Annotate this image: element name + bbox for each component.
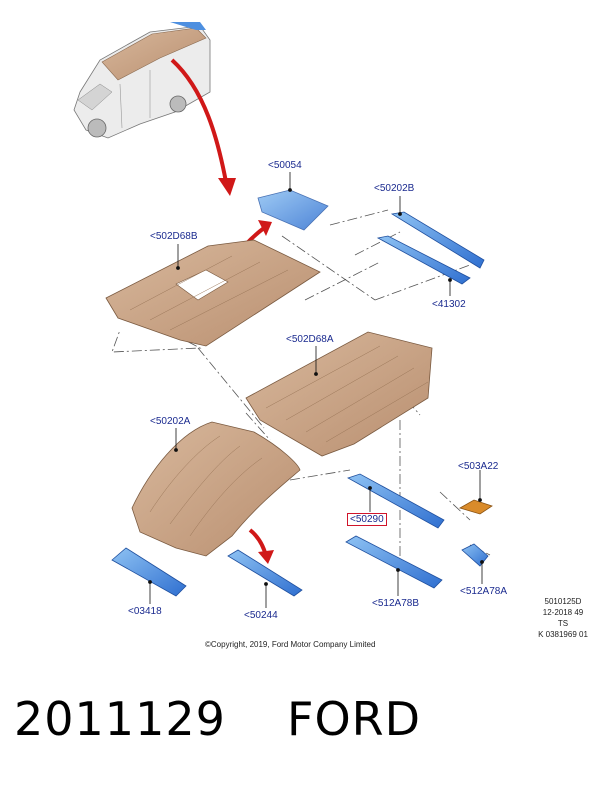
part-41302-roof-bow xyxy=(376,235,471,285)
part-03418-header xyxy=(111,547,187,597)
part-512A78A-bracket xyxy=(461,543,489,567)
callout-50054: <50054 xyxy=(268,160,302,171)
callout-50202B: <50202B xyxy=(374,183,415,194)
part-number: 2011129 xyxy=(14,692,226,746)
part-502D68B-roof-panel xyxy=(105,239,321,347)
callout-502D68B: <502D68B xyxy=(150,231,198,242)
exploded-roof-diagram xyxy=(73,22,493,608)
reference-sheet: K 0381969 01 xyxy=(538,630,588,639)
callout-503A22: <503A22 xyxy=(458,461,499,472)
part-50290-bow xyxy=(347,473,445,529)
callout-502D68A: <502D68A xyxy=(286,334,334,345)
reference-initials: TS xyxy=(557,619,569,628)
callout-50202A: <50202A xyxy=(150,416,191,427)
callout-512A78B: <512A78B xyxy=(372,598,419,609)
part-50244-header xyxy=(227,549,303,597)
part-502D68A-roof-panel xyxy=(245,331,433,457)
arrow-heads xyxy=(218,178,274,564)
callout-50290-highlighted: <50290 xyxy=(347,513,387,526)
callout-03418: <03418 xyxy=(128,606,162,617)
reference-block: 5010125D 12-2018 49 TS K 0381969 01 xyxy=(528,596,598,640)
part-50202A-front-roof xyxy=(131,421,301,557)
callout-512A78A: <512A78A xyxy=(460,586,507,597)
part-50202B-roof-bow xyxy=(390,211,485,269)
callout-leaders xyxy=(148,172,484,608)
callout-41302: <41302 xyxy=(432,299,466,310)
brand-name: FORD xyxy=(287,692,422,746)
part-503A22-bracket xyxy=(458,499,493,515)
reference-date: 12-2018 49 xyxy=(542,608,584,617)
van-illustration xyxy=(73,22,211,139)
part-512A78B-rail xyxy=(345,535,443,589)
reference-code: 5010125D xyxy=(544,597,582,606)
part-50054-glass-panel xyxy=(257,189,329,231)
callout-50244: <50244 xyxy=(244,610,278,621)
copyright-notice: ©Copyright, 2019, Ford Motor Company Lim… xyxy=(205,640,376,649)
